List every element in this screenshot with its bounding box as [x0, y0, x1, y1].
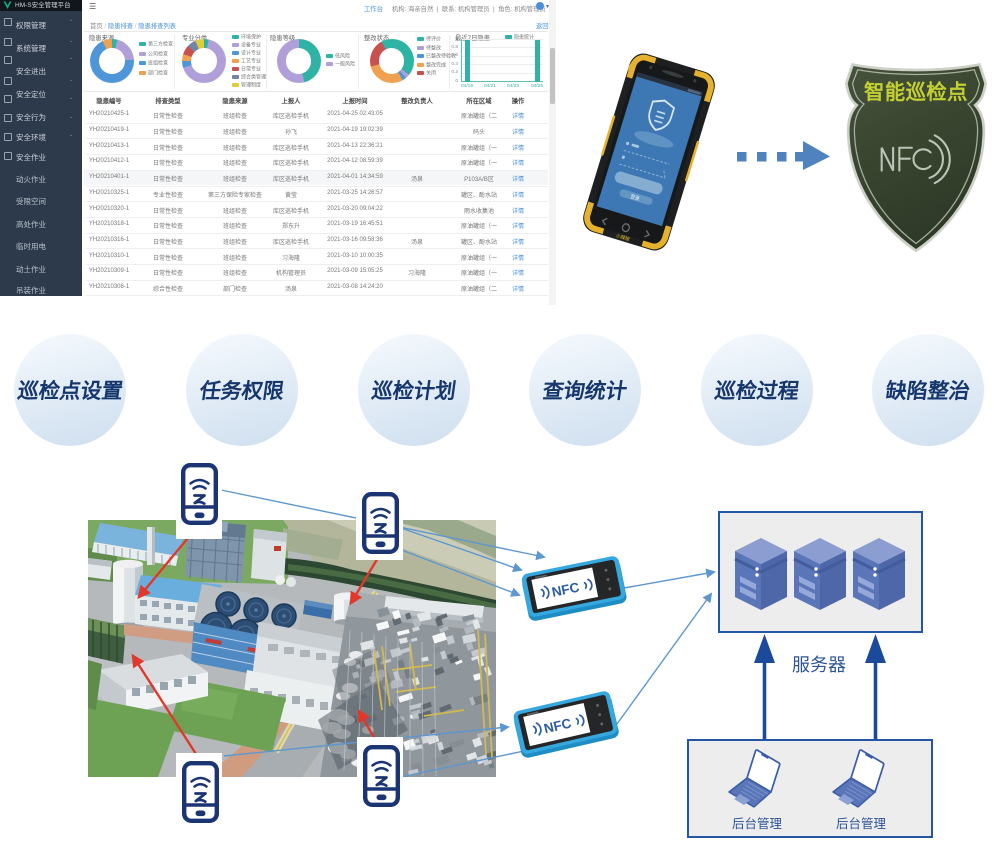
- svg-text:智能巡检点: 智能巡检点: [864, 80, 968, 104]
- svg-text:登录: 登录: [629, 193, 640, 203]
- svg-text:小辣椒: 小辣椒: [615, 232, 631, 243]
- svg-text:NFC: NFC: [542, 715, 573, 736]
- svg-text:NFC: NFC: [550, 580, 580, 600]
